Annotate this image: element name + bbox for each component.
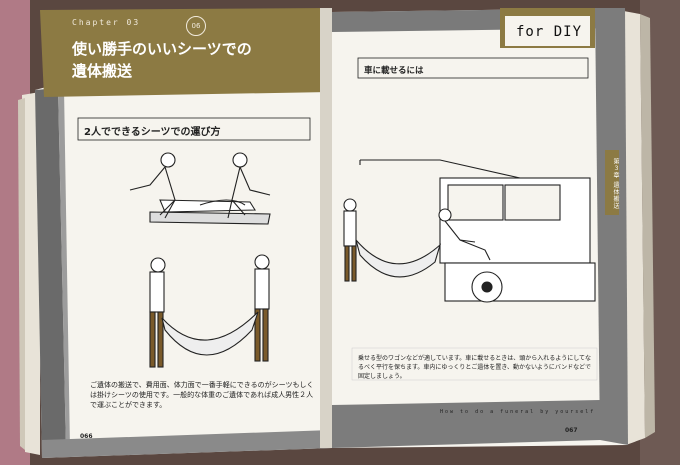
left-page-number: 066	[80, 433, 93, 440]
page-title-line1: 使い勝手のいいシーツでの	[72, 40, 252, 58]
chapter-side-tab	[605, 150, 619, 215]
for-diy-label: for DIY	[516, 24, 583, 40]
left-page-edge	[22, 92, 40, 455]
chapter-number-badge: 06	[186, 16, 206, 36]
illustration-carry	[149, 254, 270, 368]
side-tab-label: 第３章 遺体搬送	[612, 158, 619, 210]
right-body-text: 乗せる型のワゴンなどが適しています。車に載せるときは、頭から入れるようにしてなる…	[358, 355, 592, 380]
left-body-text: ご遺体の搬送で、費用面、体力面で一番手軽にできるのがシーツもしくは掛けシーツの使…	[90, 381, 314, 409]
title-banner	[40, 8, 330, 97]
right-footer-text: How to do a funeral by yourself	[440, 409, 596, 415]
right-section-heading: 車に載せるには	[364, 66, 424, 76]
page-title-line2: 遺体搬送	[72, 62, 133, 80]
left-section-heading: 2人でできるシーツでの運び方	[84, 127, 221, 138]
illustration-car	[343, 159, 596, 303]
right-page-number: 067	[565, 427, 578, 434]
illustration-lift	[129, 152, 271, 225]
chapter-label: Chapter 03	[72, 18, 141, 27]
right-section-box	[357, 57, 589, 79]
left-section-box	[77, 117, 311, 141]
